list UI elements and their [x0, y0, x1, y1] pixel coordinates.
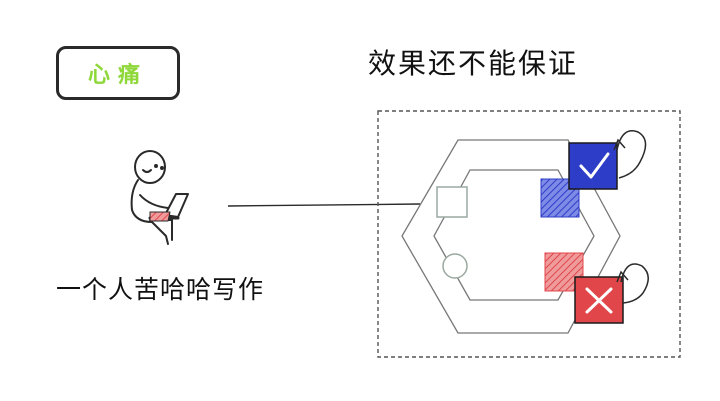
success-box — [568, 142, 618, 190]
emotion-tag: 心痛 — [56, 46, 180, 100]
emotion-tag-label: 心痛 — [87, 63, 148, 88]
input-circle — [442, 253, 468, 279]
loop-arrow-icon — [616, 130, 647, 179]
check-icon — [579, 152, 610, 179]
input-square — [436, 186, 468, 218]
loop-arrowhead-2 — [616, 270, 629, 283]
error-box — [574, 276, 624, 324]
cross-icon — [585, 287, 613, 314]
connector-line — [227, 203, 421, 207]
inner-hexagon — [433, 169, 595, 301]
hatched-red-square — [544, 252, 584, 292]
outer-hexagon — [401, 139, 621, 334]
loop-arrow-icon-2 — [620, 263, 649, 304]
person-at-laptop-icon — [130, 150, 189, 245]
diagram-frame — [377, 110, 681, 358]
headline: 效果还不能保证 — [368, 47, 579, 80]
loop-arrowhead — [613, 138, 626, 151]
person-caption: 一个人苦哈哈写作 — [56, 275, 265, 304]
